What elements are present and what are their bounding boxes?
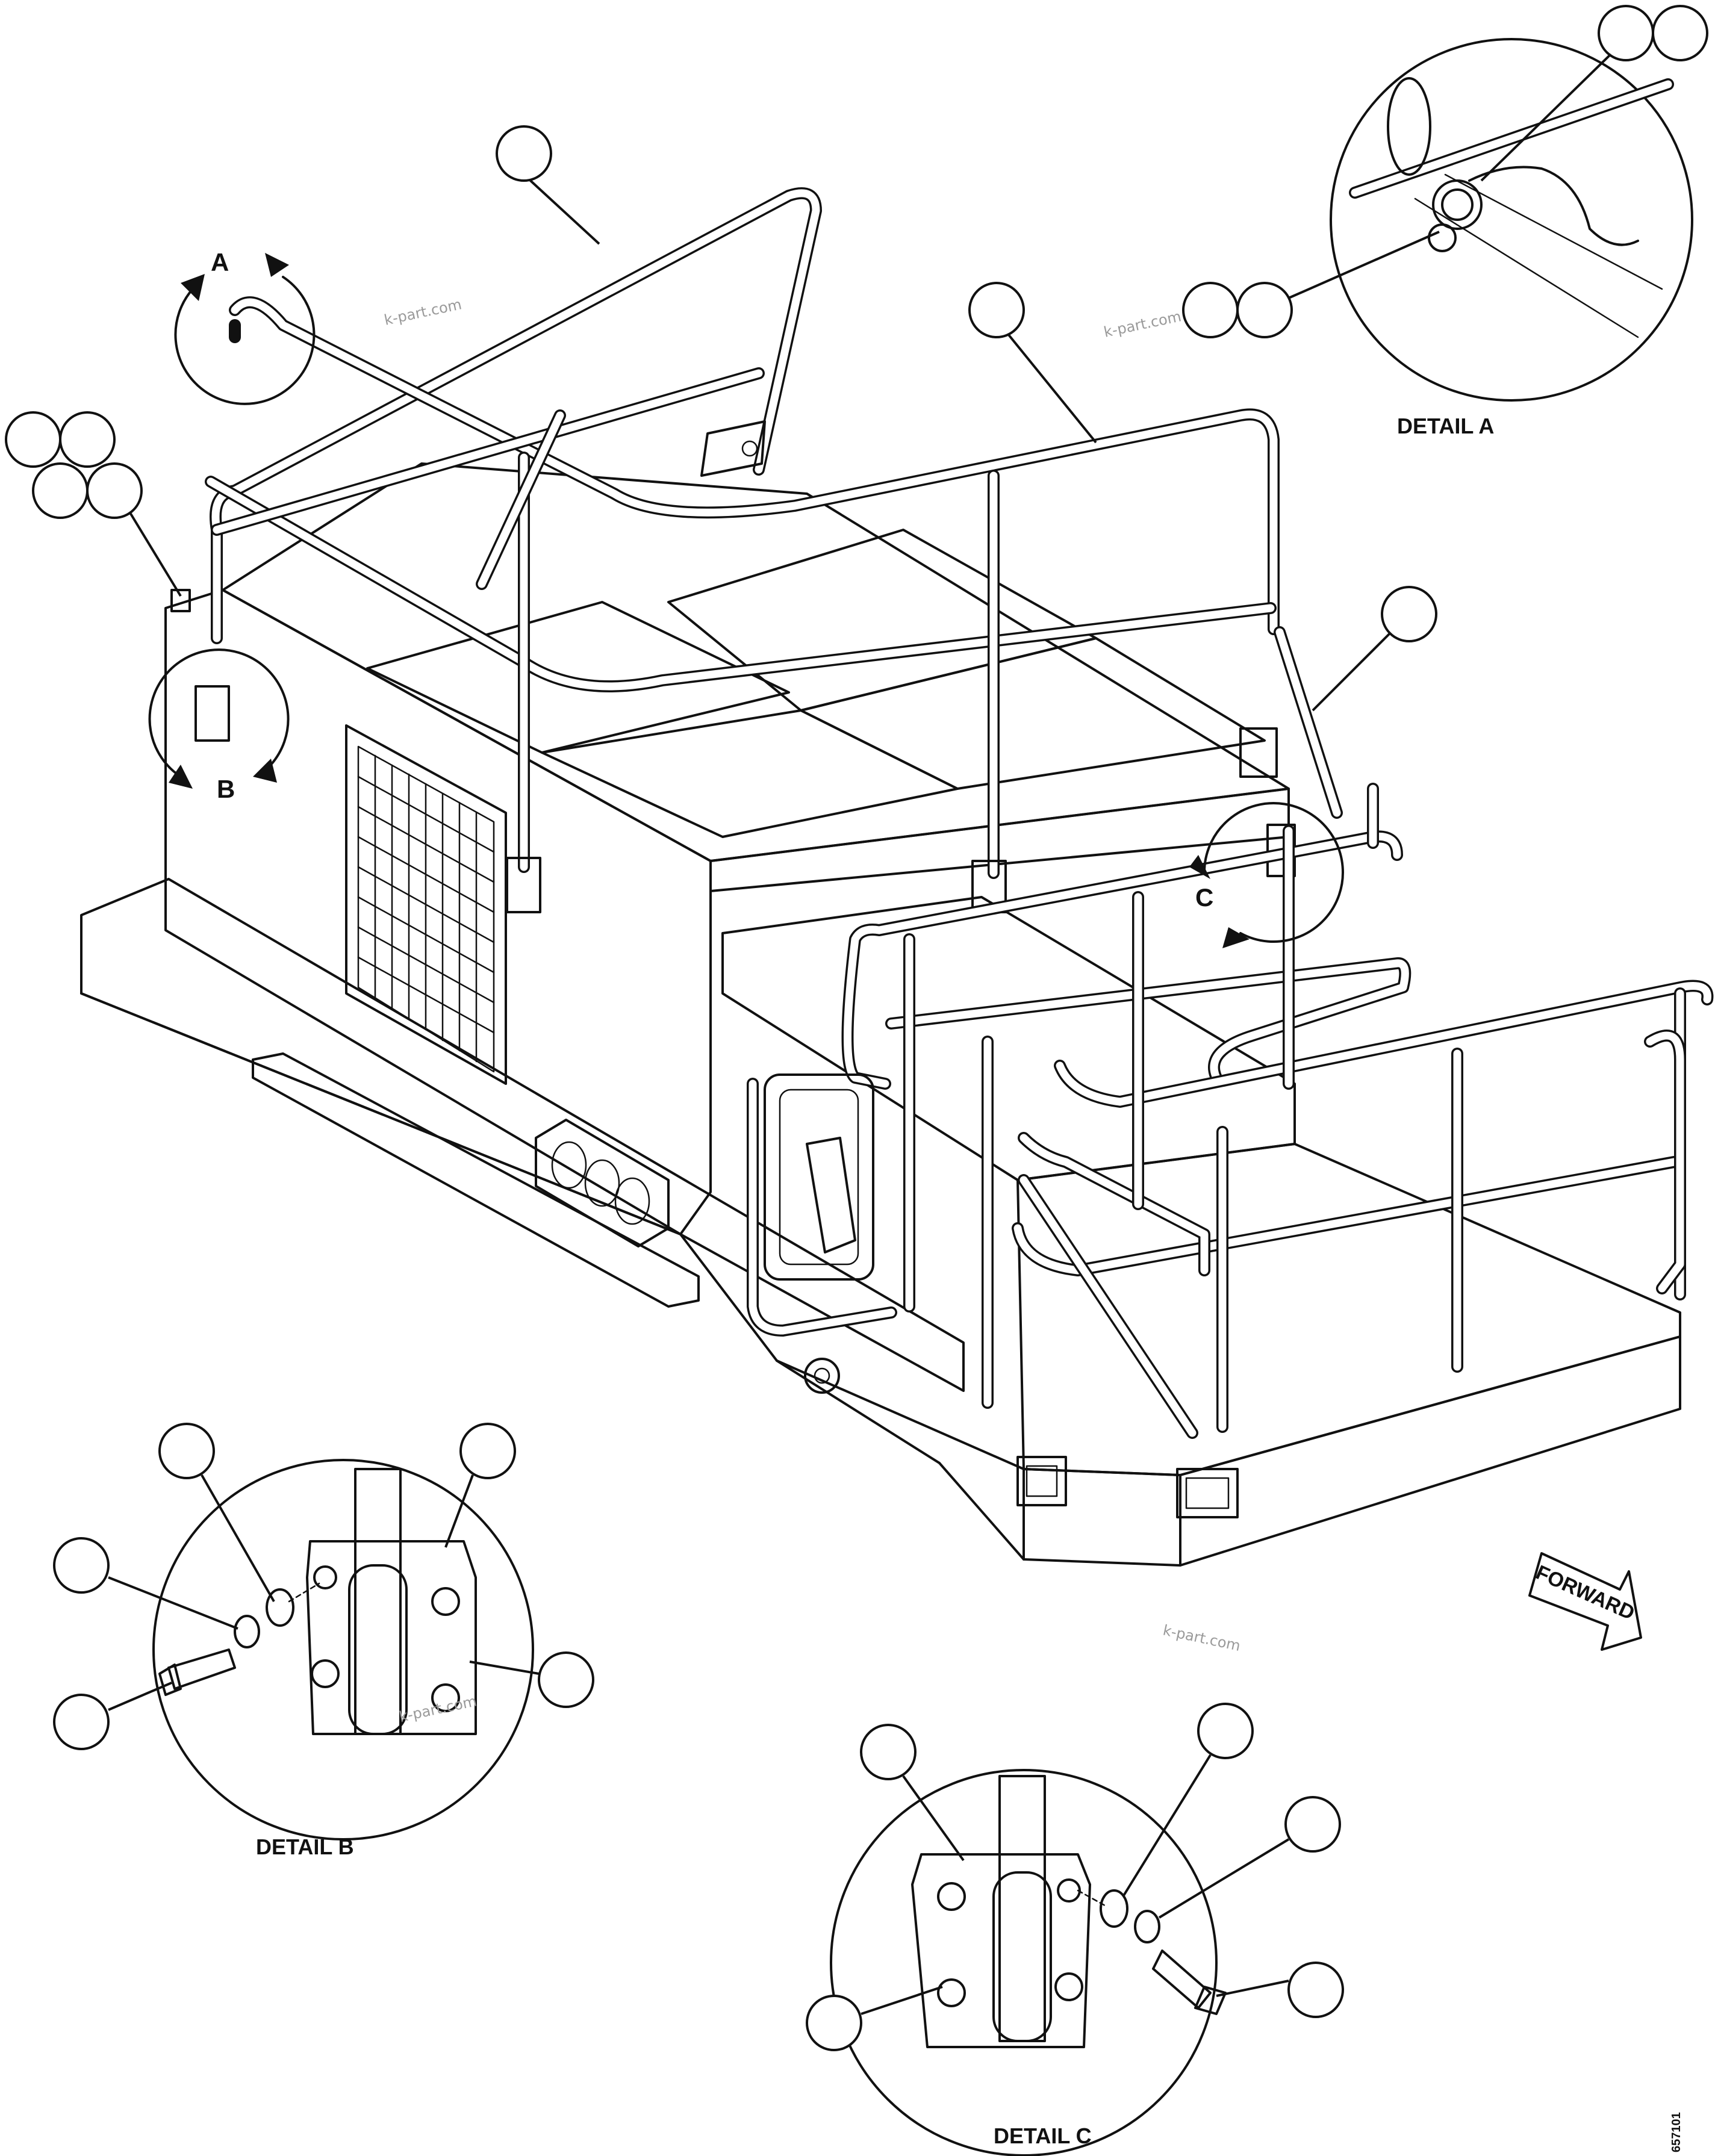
detail-b: DETAIL B <box>152 1459 534 1859</box>
detail-a-title: DETAIL A <box>1397 414 1494 438</box>
callout-bubble <box>1381 586 1437 642</box>
callout-bubble <box>5 411 61 468</box>
detail-a: DETAIL A <box>1330 38 1693 438</box>
callout-bubble <box>32 462 89 519</box>
callout-bubble <box>1598 5 1654 61</box>
forward-label: FORWARD <box>1533 1561 1638 1625</box>
vent-grille <box>345 724 507 1085</box>
detail-c-title: DETAIL C <box>994 2123 1092 2148</box>
hatch-bracket <box>700 420 766 477</box>
view-label-b: B <box>217 775 235 803</box>
callout-bubble <box>1182 282 1239 338</box>
callout-bubble <box>53 1694 110 1750</box>
callout-bubble <box>968 282 1025 338</box>
rail-brackets <box>170 589 1296 913</box>
front-platform <box>721 783 1714 1476</box>
light-cluster <box>535 1119 670 1247</box>
watermark-text: k-part.com <box>1162 1621 1242 1654</box>
callout-bubble <box>459 1423 516 1479</box>
callout-bubble <box>1197 1703 1254 1759</box>
callout-bubble <box>538 1651 594 1708</box>
callout-bubble <box>1236 282 1293 338</box>
callout-bubble <box>1652 5 1708 61</box>
view-label-c: C <box>1195 883 1213 912</box>
brace-strut <box>1274 626 1343 819</box>
callout-bubble <box>496 125 552 182</box>
view-indicator-a: A <box>174 248 316 405</box>
upper-railing <box>205 187 1280 879</box>
mirror-assembly <box>747 1073 897 1394</box>
detail-c: DETAIL C <box>830 1769 1227 2156</box>
callout-bubble <box>158 1423 215 1479</box>
callout-bubble <box>59 411 116 468</box>
watermark-text: k-part.com <box>397 1692 478 1726</box>
callout-bubble <box>806 1995 862 2051</box>
watermark-text: k-part.com <box>382 296 463 329</box>
figure-code: 657101 <box>1670 2112 1683 2152</box>
callout-bubble <box>86 462 143 519</box>
main-assembly: A B C <box>80 187 1714 1567</box>
mounting-rail <box>252 1052 700 1308</box>
grille-lines <box>357 754 495 1063</box>
view-indicator-c: C <box>1189 802 1344 948</box>
callout-bubble <box>860 1724 917 1780</box>
enclosure-box <box>164 462 1290 1235</box>
bumper-lights <box>1016 1456 1239 1518</box>
view-label-a: A <box>211 248 229 276</box>
watermark-text: k-part.com <box>1102 308 1183 341</box>
callout-bubble <box>1287 1962 1344 2018</box>
callout-bubble <box>1284 1796 1341 1853</box>
detail-b-title: DETAIL B <box>256 1834 354 1859</box>
forward-arrow: FORWARD <box>1528 1552 1642 1651</box>
callouts <box>5 5 1708 2051</box>
view-indicator-b: B <box>148 648 290 803</box>
callout-bubble <box>53 1537 110 1594</box>
